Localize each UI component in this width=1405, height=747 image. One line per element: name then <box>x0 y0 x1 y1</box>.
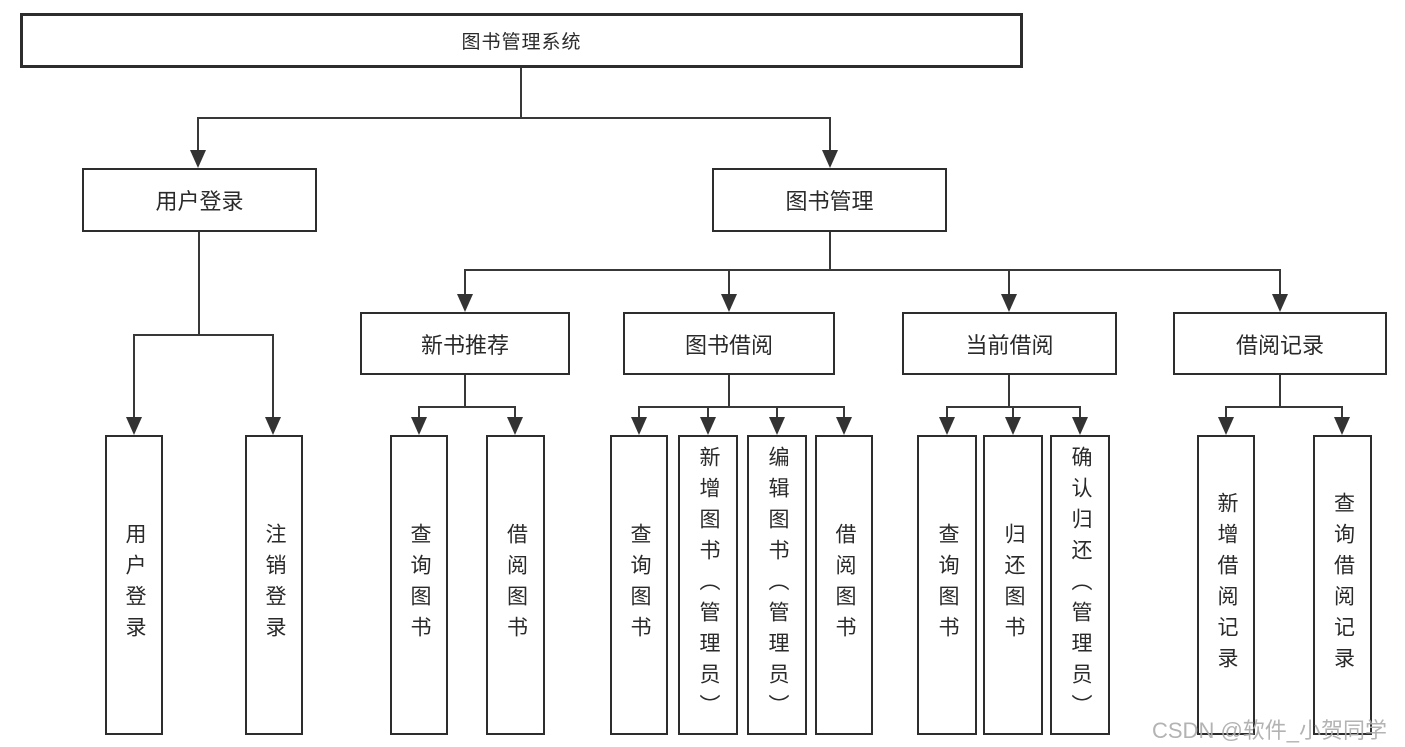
csdn-watermark: CSDN @软件_小贺同学 <box>1152 718 1388 743</box>
node-borrow-records: 借阅记录 <box>1173 312 1387 375</box>
node-leaf-logout: 注销登录 <box>245 435 303 735</box>
leaf-label: 归还图书 <box>1002 523 1026 647</box>
node-current-borrowing: 当前借阅 <box>902 312 1117 375</box>
node-leaf-add-borrow-record: 新增借阅记录 <box>1197 435 1255 735</box>
leaf-label: 新增借阅记录 <box>1215 492 1239 678</box>
leaf-label: 新增图书（管理员） <box>697 445 721 725</box>
node-leaf-borrow-books-recommend: 借阅图书 <box>486 435 545 735</box>
node-leaf-borrow-book: 借阅图书 <box>815 435 873 735</box>
leaf-label: 借阅图书 <box>504 523 528 647</box>
node-new-book-recommend: 新书推荐 <box>360 312 570 375</box>
node-leaf-return-book: 归还图书 <box>983 435 1043 735</box>
arrowheads <box>126 150 1350 435</box>
leaf-label: 查询图书 <box>936 523 960 647</box>
node-leaf-query-books-borrow: 查询图书 <box>610 435 668 735</box>
leaf-label: 查询借阅记录 <box>1331 492 1355 678</box>
leaf-label: 用户登录 <box>123 523 147 647</box>
leaf-label: 查询图书 <box>628 523 652 647</box>
node-library-management-system: 图书管理系统 <box>20 13 1023 68</box>
node-leaf-edit-book-admin: 编辑图书（管理员） <box>747 435 807 735</box>
node-leaf-user-login: 用户登录 <box>105 435 163 735</box>
node-book-borrowing: 图书借阅 <box>623 312 835 375</box>
leaf-label: 借阅图书 <box>833 523 857 647</box>
leaf-label: 确认归还（管理员） <box>1069 445 1093 725</box>
node-leaf-query-books-current: 查询图书 <box>917 435 977 735</box>
leaf-label: 注销登录 <box>263 523 287 647</box>
node-book-management-branch: 图书管理 <box>712 168 947 232</box>
node-user-login-branch: 用户登录 <box>82 168 317 232</box>
leaf-label: 编辑图书（管理员） <box>766 445 790 725</box>
node-leaf-add-book-admin: 新增图书（管理员） <box>678 435 738 735</box>
node-leaf-confirm-return-admin: 确认归还（管理员） <box>1050 435 1110 735</box>
node-leaf-query-books-recommend: 查询图书 <box>390 435 448 735</box>
node-leaf-query-borrow-record: 查询借阅记录 <box>1313 435 1372 735</box>
leaf-label: 查询图书 <box>408 523 432 647</box>
